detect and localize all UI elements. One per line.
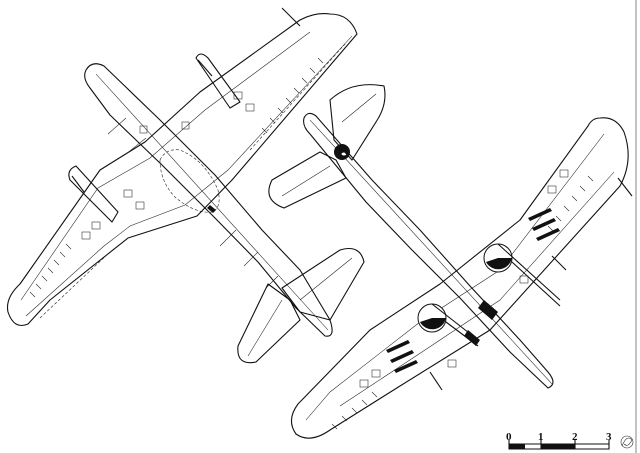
top-view-engine-nacelle-left <box>68 165 119 223</box>
bottom-view-horizontal-tail-lower <box>268 151 347 209</box>
wheel-well-right <box>478 300 498 320</box>
top-view-horizontal-tail <box>281 247 365 321</box>
top-view-fuselage <box>84 63 333 337</box>
top-view-horizontal-tail-lower <box>237 283 301 364</box>
top-view-engine-nacelle-right <box>195 53 241 109</box>
scale-label-0: 0 <box>506 431 512 443</box>
scale-bar: 0 1 2 3 <box>506 431 612 450</box>
aircraft-top-view <box>6 7 365 364</box>
aircraft-bottom-view <box>268 84 633 439</box>
wheel-well-left <box>464 330 480 346</box>
bottom-view-fuselage <box>303 112 554 389</box>
bottom-view-main-wing <box>290 117 629 439</box>
bottom-view-horizontal-tail <box>329 84 386 161</box>
scale-label-2: 2 <box>572 431 578 443</box>
artist-signature-icon <box>620 435 634 449</box>
top-view-canopy <box>159 149 220 213</box>
top-view-main-wing <box>6 13 358 327</box>
scale-label-1: 1 <box>538 431 544 443</box>
scale-label-3: 3 <box>606 431 612 443</box>
